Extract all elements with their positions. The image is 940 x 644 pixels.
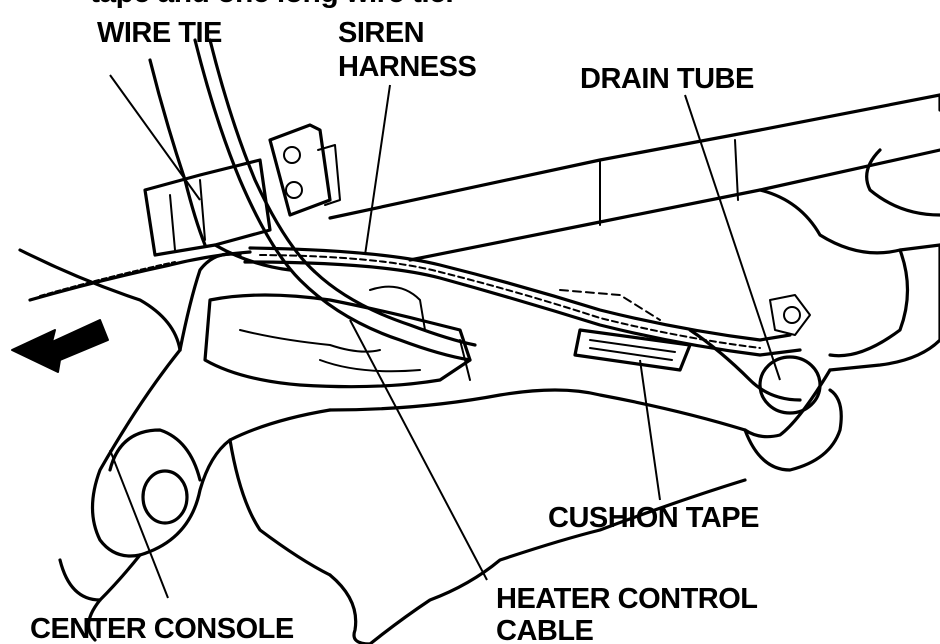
label-cushion-tape: CUSHION TAPE: [548, 502, 759, 534]
leader-center-console: [109, 449, 169, 599]
heater-control-cable: [148, 38, 477, 362]
leader-heater-control-cable: [349, 319, 488, 581]
label-center-console: CENTER CONSOLE: [30, 613, 294, 644]
leader-siren-harness: [364, 84, 391, 256]
leader-lines: [109, 74, 781, 599]
label-siren-harness-line2: HARNESS: [338, 51, 476, 83]
leader-drain-tube: [684, 94, 781, 381]
dashboard-body: [328, 93, 940, 439]
drain-tube: [688, 294, 822, 415]
label-heater-control-cable-line2: CABLE: [496, 615, 594, 644]
siren-harness: [28, 246, 802, 372]
label-drain-tube: DRAIN TUBE: [580, 63, 754, 95]
label-heater-control-cable-line1: HEATER CONTROL: [496, 583, 758, 615]
label-siren-harness-line1: SIREN: [338, 17, 424, 49]
leader-cushion-tape: [639, 359, 661, 501]
header-fragment: tape and one long wire tie.: [90, 0, 453, 9]
label-wire-tie: WIRE TIE: [97, 17, 222, 49]
leader-wire-tie: [109, 74, 201, 201]
arrow-left-icon: [11, 319, 109, 373]
